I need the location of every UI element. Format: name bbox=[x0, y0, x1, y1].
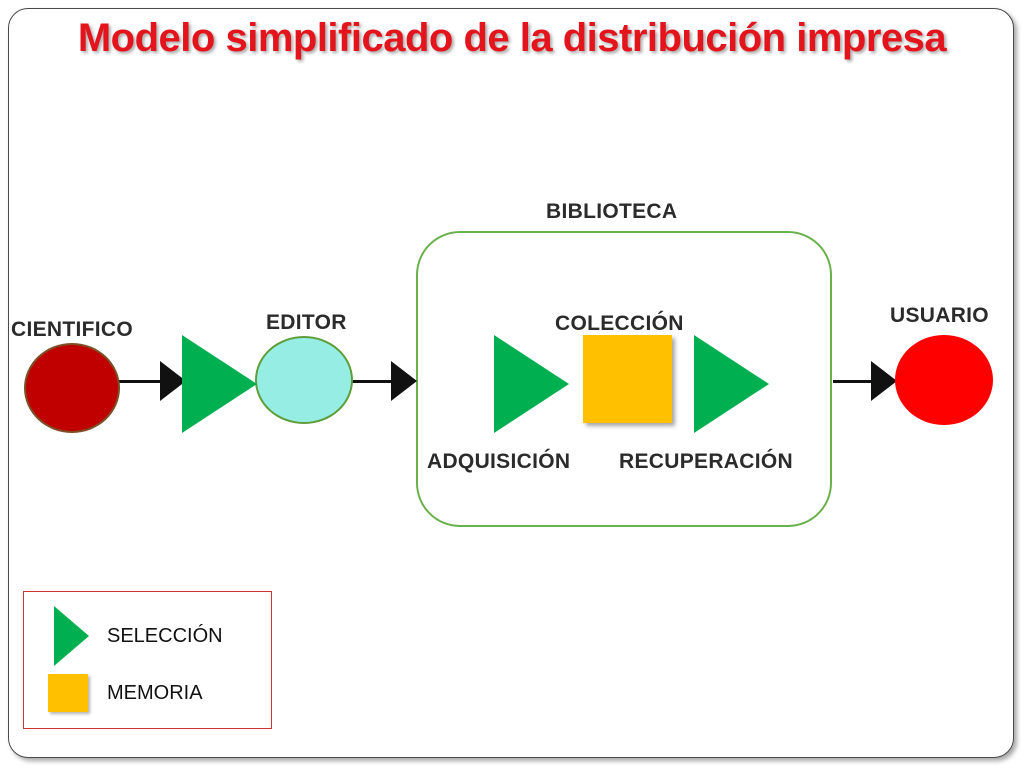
cientifico-label: CIENTIFICO bbox=[11, 318, 133, 341]
biblioteca-label: BIBLIOTECA bbox=[546, 200, 678, 223]
seleccion-triangle-icon bbox=[182, 335, 257, 433]
editor-circle bbox=[255, 336, 353, 424]
usuario-label: USUARIO bbox=[890, 304, 989, 327]
page-title: Modelo simplificado de la distribución i… bbox=[77, 16, 947, 60]
arrow-head-icon bbox=[160, 361, 186, 401]
connector-line-usuario bbox=[833, 380, 881, 383]
editor-label: EDITOR bbox=[266, 311, 347, 334]
connector-line-editor bbox=[351, 380, 401, 383]
usuario-circle bbox=[895, 335, 993, 425]
arrow-head-icon bbox=[391, 361, 417, 401]
connector-line-cientifico bbox=[118, 380, 168, 383]
legend-triangle-icon bbox=[54, 606, 89, 666]
coleccion-label: COLECCIÓN bbox=[555, 312, 684, 335]
legend-seleccion-label: SELECCIÓN bbox=[107, 625, 223, 647]
legend-memoria-label: MEMORIA bbox=[107, 682, 203, 704]
legend-square-icon bbox=[48, 674, 88, 712]
arrow-head-icon bbox=[871, 361, 897, 401]
cientifico-circle bbox=[24, 343, 120, 433]
coleccion-square-icon bbox=[583, 335, 672, 423]
adquisicion-label: ADQUISICIÓN bbox=[427, 450, 571, 473]
recuperacion-label: RECUPERACIÓN bbox=[619, 450, 793, 473]
adquisicion-triangle-icon bbox=[494, 335, 569, 433]
recuperacion-triangle-icon bbox=[694, 335, 769, 433]
